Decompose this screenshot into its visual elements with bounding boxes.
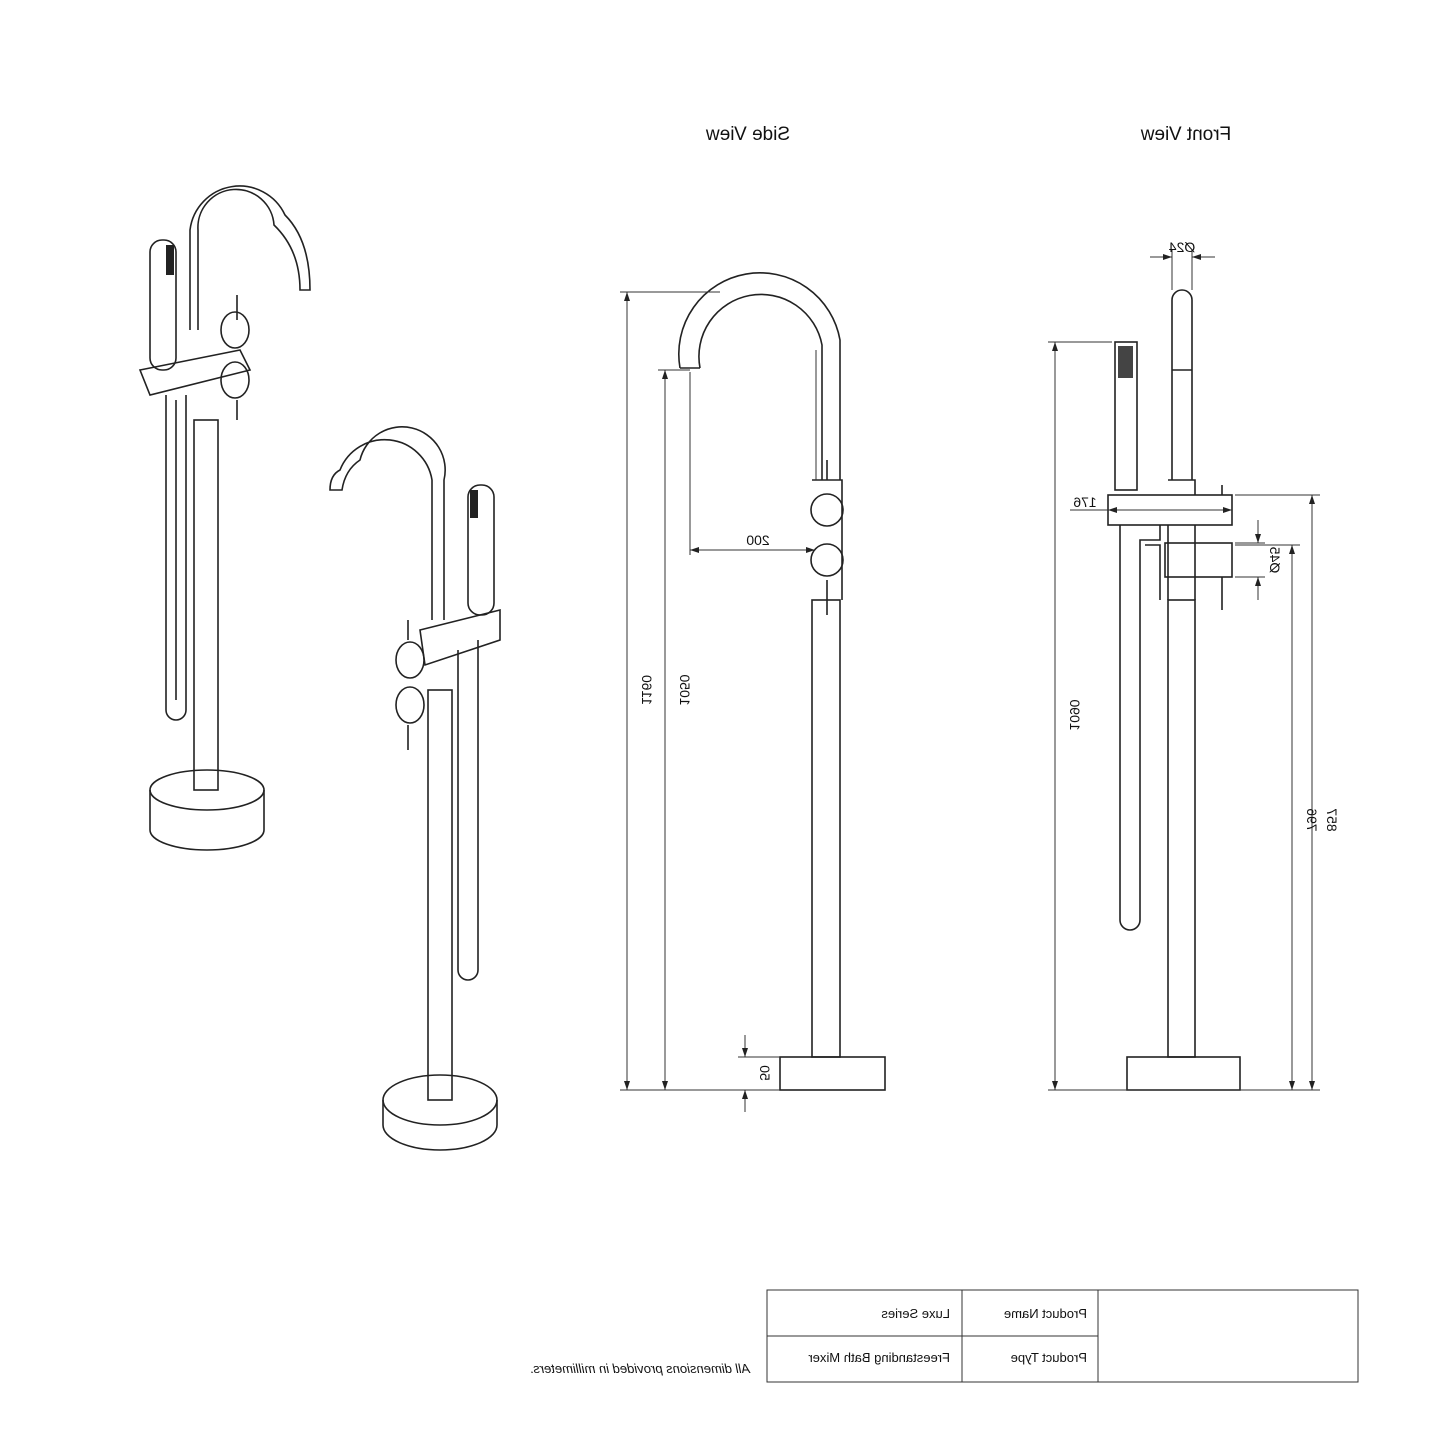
dimensions-footnote: All dimensions provided in millimeters. bbox=[530, 1361, 751, 1376]
side-view-title: Side View bbox=[706, 124, 790, 145]
info-table: Product Name Luxe Series Product Type Fr… bbox=[766, 1289, 1359, 1383]
front-view-title: Front View bbox=[1140, 124, 1231, 145]
side-view-drawing: 1160 1050 50 200 bbox=[620, 271, 886, 1112]
front-view-drawing: Ø24 176 Ø45 1090 857 796 bbox=[1048, 239, 1340, 1091]
dim-front-body-width: 176 bbox=[1073, 494, 1097, 510]
product-name-label: Product Name bbox=[1004, 1306, 1087, 1321]
dim-front-body-diameter: Ø45 bbox=[1267, 547, 1283, 574]
dim-front-lower-body-height: 796 bbox=[1304, 808, 1320, 832]
product-type-label: Product Type bbox=[1011, 1350, 1087, 1365]
dim-side-base-height: 50 bbox=[757, 1065, 773, 1081]
isometric-view-1 bbox=[138, 185, 311, 851]
product-type-value: Freestanding Bath Mixer bbox=[808, 1350, 950, 1365]
dim-side-spout-height: 1050 bbox=[677, 674, 693, 705]
isometric-view-2 bbox=[329, 426, 501, 1151]
dim-side-spout-reach: 200 bbox=[746, 532, 770, 548]
dim-front-upper-body-height: 857 bbox=[1324, 808, 1340, 832]
dim-front-spout-diameter: Ø24 bbox=[1169, 239, 1196, 255]
dim-side-total-height: 1160 bbox=[639, 675, 655, 705]
dim-front-shower-height: 1090 bbox=[1067, 699, 1083, 730]
product-name-value: Luxe Series bbox=[881, 1306, 950, 1321]
